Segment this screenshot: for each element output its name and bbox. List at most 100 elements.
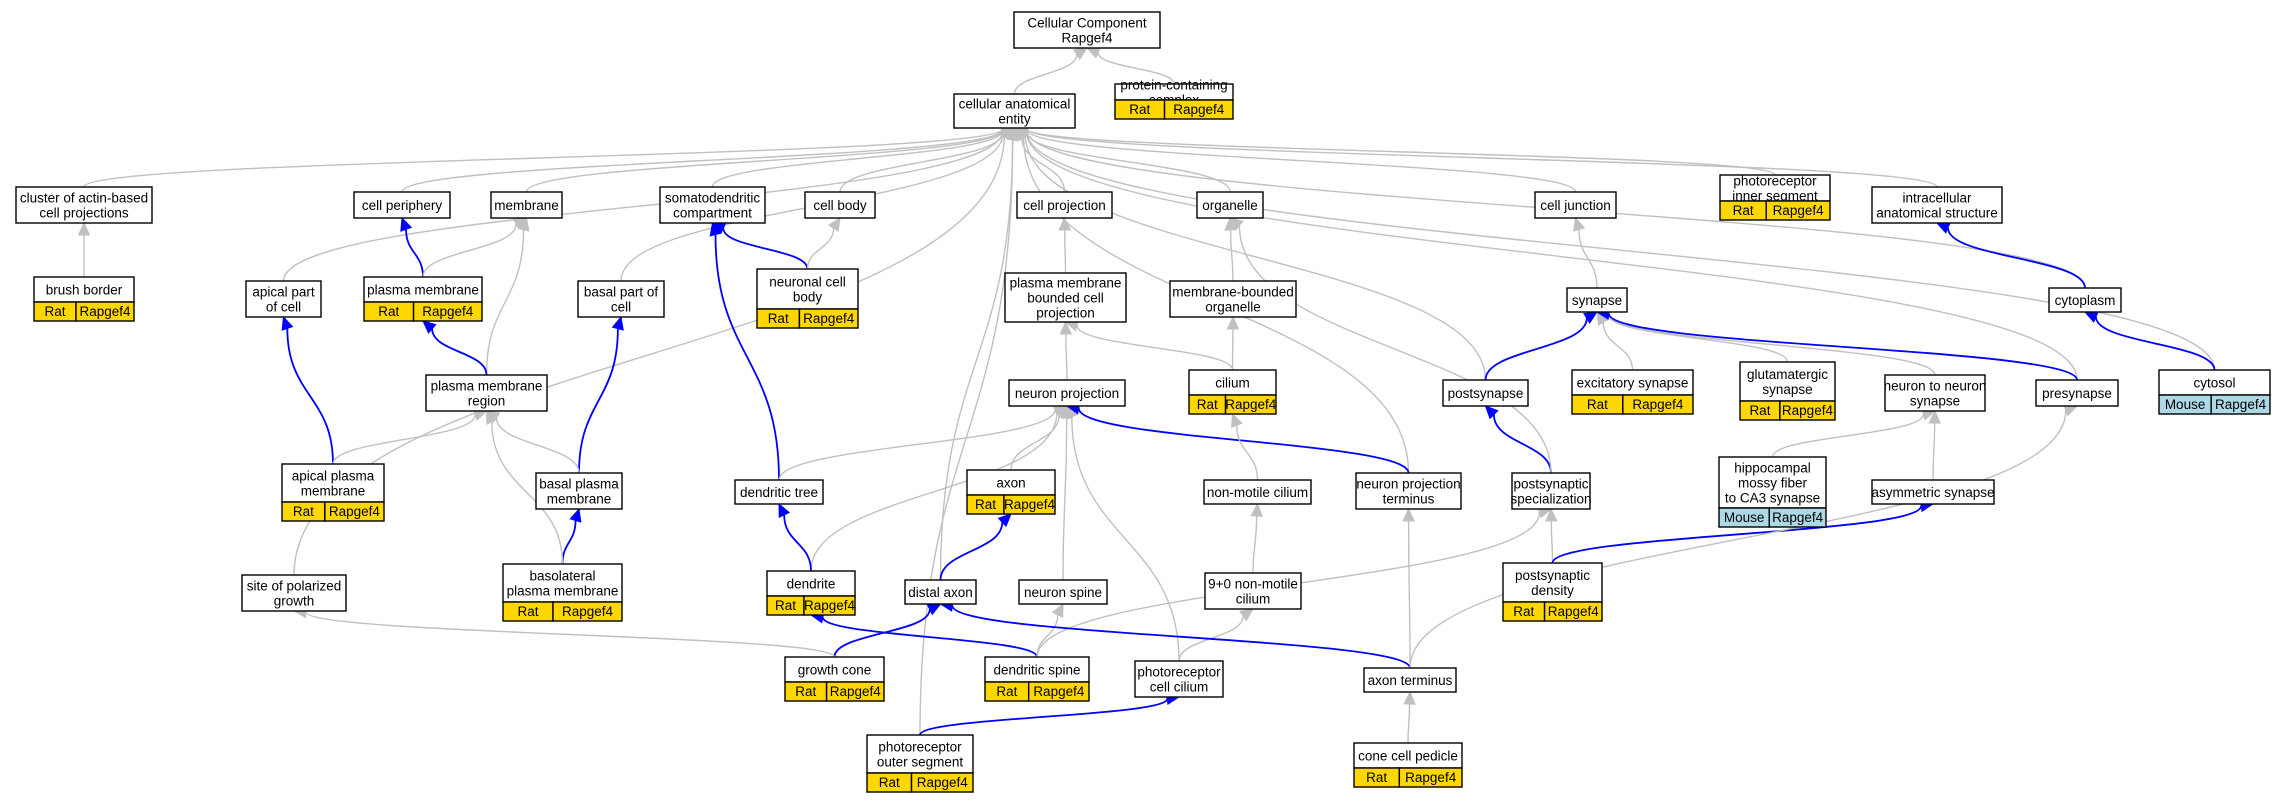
arrowhead-ncb-to-cellbody xyxy=(827,216,841,232)
node-postsyn[interactable]: postsynapse xyxy=(1442,379,1529,407)
node-label-line: cluster of actin-based xyxy=(20,191,148,206)
node-box xyxy=(1502,562,1603,603)
node-label-line: glutamatergic xyxy=(1747,367,1828,382)
node-dtree[interactable]: dendritic tree xyxy=(734,479,824,505)
node-box xyxy=(1355,472,1462,510)
gene-label: Rapgef4 xyxy=(803,311,855,326)
arrowhead-postsyn-to-synapse xyxy=(1583,311,1599,324)
edge-aterm-to-presyn xyxy=(1409,410,2067,669)
species-label: Rat xyxy=(1197,397,1218,412)
arrowhead-daxon-to-axon xyxy=(997,513,1012,528)
node-label-line: compartment xyxy=(673,206,752,221)
node-junction[interactable]: cell junction xyxy=(1534,191,1617,219)
node-nmc[interactable]: non-motile cilium xyxy=(1203,479,1312,505)
node-box xyxy=(245,280,322,318)
node-label-line: specialization xyxy=(1510,492,1591,507)
gene-cell xyxy=(1768,507,1827,528)
node-cellbody[interactable]: cell body xyxy=(804,191,876,219)
edge-ncb-to-somato xyxy=(722,227,809,270)
arrowhead-pmbcp-to-cellproj xyxy=(1058,216,1072,231)
node-nproj[interactable]: neuron projection xyxy=(1008,379,1126,407)
node-cellproj[interactable]: cell projection xyxy=(1016,191,1113,219)
species-label: Rat xyxy=(775,598,796,613)
edge-apical-to-cae xyxy=(282,130,1004,282)
node-periphery[interactable]: cell periphery xyxy=(353,191,451,219)
arrowhead-dendrite-to-nproj xyxy=(1053,405,1069,419)
node-label-line: neuronal cell xyxy=(769,275,846,290)
edge-presyn-to-cae xyxy=(1025,130,2078,381)
node-label-line: postsynaptic xyxy=(1513,477,1588,492)
node-label-line: membrane xyxy=(547,492,612,507)
node-label-line: density xyxy=(1531,583,1574,598)
node-box xyxy=(1204,572,1302,610)
node-label-line: neuron spine xyxy=(1024,585,1102,600)
gene-label: Rapgef4 xyxy=(1548,604,1600,619)
arrowhead-cilium-to-mbo xyxy=(1226,315,1240,330)
node-presyn[interactable]: presynapse xyxy=(2035,379,2119,407)
node-label-line: site of polarized xyxy=(247,579,342,594)
node-pcc[interactable]: protein-containingcomplexRatRapgef4 xyxy=(1114,78,1234,120)
node-label-line: dendritic spine xyxy=(993,663,1080,678)
node-label-line: synapse xyxy=(1572,293,1622,308)
edge-blpm-to-pmr xyxy=(491,421,564,565)
node-label-line: asymmetric synapse xyxy=(1871,485,1994,500)
node-asym[interactable]: asymmetric synapse xyxy=(1871,479,1995,505)
node-synapse[interactable]: synapse xyxy=(1566,287,1628,313)
node-daxon[interactable]: distal axon xyxy=(904,579,977,605)
node-nspine[interactable]: neuron spine xyxy=(1018,579,1108,605)
node-aterm[interactable]: axon terminus xyxy=(1363,667,1457,693)
node-label-line: basal part of xyxy=(584,285,659,300)
gene-cell xyxy=(75,301,135,322)
species-label: Rat xyxy=(1129,102,1150,117)
arrowhead-pcc-to-root xyxy=(1085,46,1101,59)
node-cytoplasm[interactable]: cytoplasm xyxy=(2048,287,2122,313)
edge-glut-to-synapse xyxy=(1607,314,1789,363)
node-organelle[interactable]: organelle xyxy=(1196,191,1264,219)
node-label-line: cone cell pedicle xyxy=(1358,749,1458,764)
edge-gcone-to-spg xyxy=(305,611,836,658)
edge-pmbcp-to-cellproj xyxy=(1064,229,1067,274)
node-membrane[interactable]: membrane xyxy=(490,191,563,219)
edge-cytoplasm-to-intracell xyxy=(1947,227,2086,289)
arrowhead-npt-to-cae xyxy=(1013,127,1029,141)
node-box xyxy=(1353,742,1463,769)
node-label-line: cell periphery xyxy=(362,198,443,213)
edge-apm-to-apical xyxy=(286,328,334,465)
node-label-line: plasma membrane xyxy=(1010,276,1122,291)
